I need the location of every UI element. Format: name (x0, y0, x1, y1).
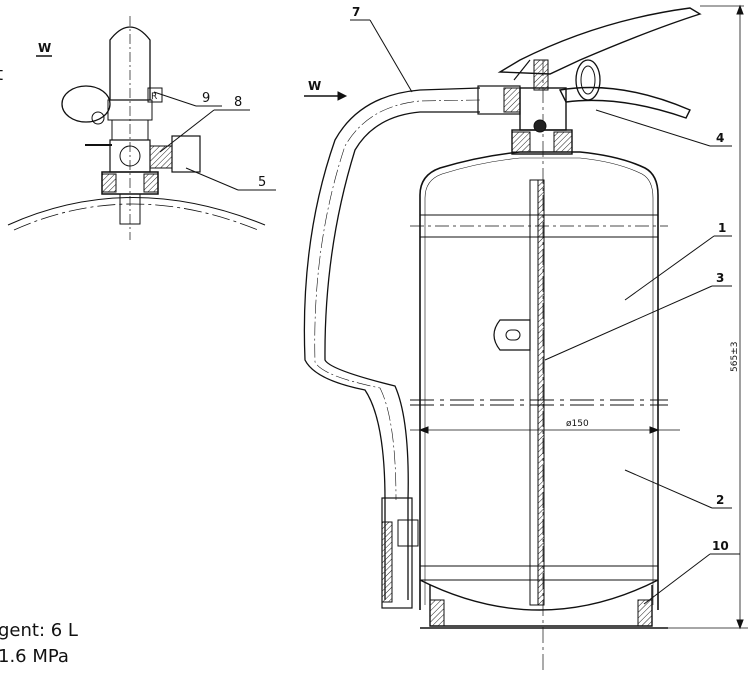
hose-clip-slot (505, 329, 521, 341)
callout-4: 4 (716, 131, 724, 145)
callout-10: 10 (712, 539, 729, 553)
hose-outer (303, 87, 481, 600)
detail-outlet-nut (171, 135, 201, 173)
hose-nozzle-hatch (381, 521, 393, 603)
height-arrow-bottom (736, 619, 744, 630)
detail-leader-9 (153, 91, 197, 107)
detail-safety-ring (61, 85, 111, 123)
main-safety-ring (575, 59, 601, 101)
detail-leader-8 (159, 109, 215, 153)
siphon-tube-hatch (537, 179, 545, 606)
main-view: W (303, 4, 748, 674)
detail-view-label: W (38, 41, 51, 55)
diameter-label: ø150 (566, 419, 589, 429)
detail-capsule-collar (111, 119, 149, 141)
hose-inner (324, 111, 480, 600)
valve-ball (533, 119, 547, 133)
foot-ring-right (637, 599, 653, 627)
detail-bottle-dome (7, 197, 266, 226)
height-label: 565±3 (730, 342, 740, 372)
foot-ring-left (429, 599, 445, 627)
detail-callout-8: 8 (234, 95, 242, 110)
detail-neck-thread-r (143, 173, 159, 193)
diameter-arrow-r (649, 426, 660, 434)
detail-siphon-stub (119, 193, 141, 225)
leader-3 (544, 285, 713, 361)
callout-7: 7 (352, 5, 360, 19)
valve-outlet-hatch (503, 87, 521, 113)
detail-capsule (109, 26, 151, 101)
hose-centerline (314, 99, 481, 501)
detail-view-w: W R 9 8 5 (7, 16, 276, 240)
side-text-fragment-top: t (0, 64, 3, 85)
valve-neck-hatch-r (553, 131, 573, 153)
leader-4 (595, 109, 711, 147)
valve-lever-bottom (558, 86, 691, 119)
main-safety-ring-inner (580, 65, 596, 95)
detail-callout-9: 9 (202, 91, 210, 106)
diameter-arrow-l (418, 426, 429, 434)
valve-neck-hatch (511, 131, 531, 153)
valve-lever-top (497, 7, 702, 75)
main-view-arrow-label: W (308, 79, 321, 93)
leader-1 (624, 235, 715, 301)
valve-lever-hinge (513, 59, 531, 81)
detail-outlet-hatched (149, 145, 173, 169)
detail-pin (91, 111, 105, 125)
detail-bottle-inner (13, 203, 259, 231)
detail-valve-port (119, 145, 141, 167)
detail-mark-text: R (151, 92, 157, 102)
leader-10 (643, 553, 711, 605)
cylinder-inner (424, 157, 654, 605)
callout-3: 3 (716, 271, 724, 285)
leader-7 (369, 19, 413, 93)
detail-callout-5: 5 (258, 175, 266, 190)
hose-nozzle-tip (397, 519, 419, 547)
height-arrow-top (736, 4, 744, 15)
valve-stem (533, 59, 549, 91)
spec-agent-volume: gent: 6 L (0, 620, 78, 641)
callout-2: 2 (716, 493, 724, 507)
cylinder-bottom-dish (419, 579, 659, 611)
hose-clip (493, 319, 531, 351)
callout-1: 1 (718, 221, 726, 235)
spec-pressure: 1.6 MPa (0, 646, 69, 667)
main-view-arrow-head (337, 91, 348, 101)
detail-neck-thread (101, 173, 117, 193)
detail-leader-5 (185, 167, 239, 191)
leader-2 (624, 469, 713, 509)
